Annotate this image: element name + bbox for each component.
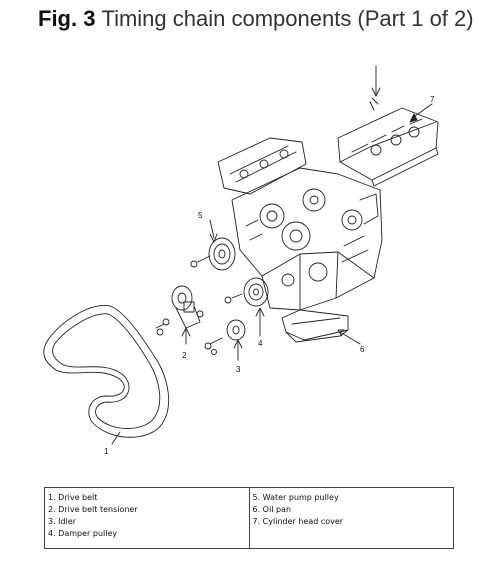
legend-column-left: 1. Drive belt 2. Drive belt tensioner 3.… <box>44 487 250 549</box>
damper-pulley-drawing <box>224 277 269 307</box>
drive-belt-drawing <box>43 305 170 438</box>
callout-4: 4 <box>258 339 263 348</box>
parts-legend-table: 1. Drive belt 2. Drive belt tensioner 3.… <box>44 487 454 549</box>
legend-column-right: 5. Water pump pulley 6. Oil pan 7. Cylin… <box>248 487 454 549</box>
legend-item-cylinder-head-cover: 7. Cylinder head cover <box>252 517 344 526</box>
left-head-cover-drawing <box>217 137 307 195</box>
callout-2: 2 <box>182 351 187 360</box>
exploded-view-diagram: 7 5 2 3 4 6 1 <box>0 40 484 480</box>
engine-block-drawing <box>231 167 383 311</box>
legend-item-drive-belt-tensioner: 2. Drive belt tensioner <box>48 505 138 514</box>
legend-row: 1. Drive belt 2. Drive belt tensioner 3.… <box>44 487 454 549</box>
callout-labels: 7 5 2 3 4 6 1 <box>104 95 435 456</box>
callout-5: 5 <box>198 211 203 220</box>
callout-7: 7 <box>430 95 435 104</box>
callout-3: 3 <box>236 365 241 374</box>
figure-caption: Timing chain components (Part 1 of 2) <box>101 6 474 31</box>
callout-6: 6 <box>360 345 365 354</box>
legend-item-drive-belt: 1. Drive belt <box>48 493 98 502</box>
engine-illustration: 7 5 2 3 4 6 1 <box>43 65 439 456</box>
legend-item-oil-pan: 6. Oil pan <box>252 505 292 514</box>
legend-item-water-pump-pulley: 5. Water pump pulley <box>252 493 339 502</box>
cylinder-head-cover-drawing <box>337 107 439 187</box>
water-pump-pulley-drawing <box>190 237 236 271</box>
idler-drawing <box>204 319 246 355</box>
callout-leader-lines <box>111 65 433 445</box>
drive-belt-tensioner-drawing <box>155 285 204 336</box>
callout-1: 1 <box>104 447 109 456</box>
legend-item-idler: 3. Idler <box>48 517 77 526</box>
legend-item-damper-pulley: 4. Damper pulley <box>48 529 118 538</box>
oil-pan-drawing <box>281 309 349 343</box>
figure-number: Fig. 3 <box>38 6 96 31</box>
